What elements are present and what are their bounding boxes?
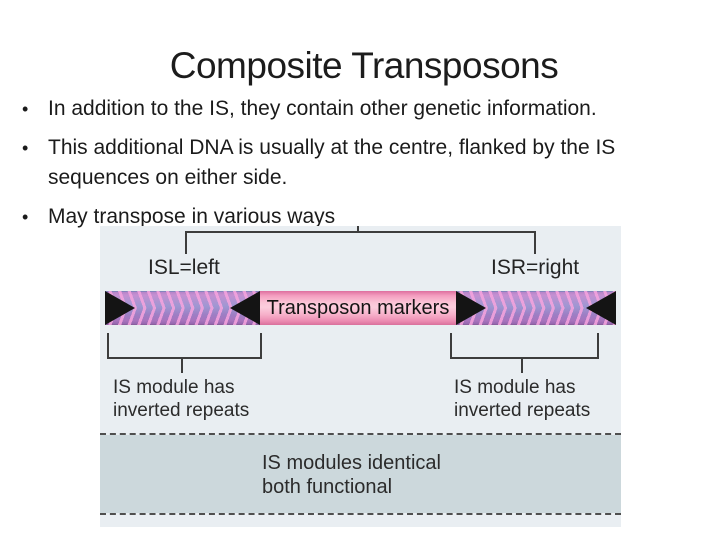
page-title: Composite Transposons (169, 45, 559, 86)
caption-line: IS module has (454, 377, 576, 398)
hatch-pattern (105, 308, 260, 325)
hatch-pattern (105, 291, 260, 308)
dashed-divider-bottom (100, 513, 621, 515)
transposon-span-bracket (185, 231, 536, 254)
bullet-icon: • (22, 207, 29, 227)
diagram-panel: ISL=left ISR=right Transposon markers (100, 226, 621, 527)
left-module-bracket (107, 333, 262, 359)
caption-line: inverted repeats (454, 400, 591, 421)
transposon-markers-segment: Transposon markers (260, 291, 456, 325)
is-module-right (456, 291, 616, 325)
is-module-left (105, 291, 260, 325)
caption-line: IS module has (113, 377, 235, 398)
identical-band: IS modules identical both functional (100, 435, 621, 513)
caption-line: both functional (262, 476, 393, 498)
bullet-icon: • (22, 99, 29, 119)
bullet-text: This additional DNA is usually at the ce… (48, 136, 616, 189)
bullet-icon: • (22, 138, 29, 158)
bullet-item: • This additional DNA is usually at the … (20, 133, 668, 193)
isl-left-label: ISL=left (148, 256, 220, 279)
transposon-markers-label: Transposon markers (266, 296, 450, 319)
bullet-text: In addition to the IS, they contain othe… (48, 97, 597, 120)
right-module-caption: IS module has inverted repeats (454, 376, 590, 422)
identical-band-caption: IS modules identical both functional (262, 451, 441, 499)
left-module-bracket-tick (181, 357, 183, 373)
caption-line: inverted repeats (113, 400, 250, 421)
transposon-bar: Transposon markers (105, 291, 616, 325)
bullet-list: • In addition to the IS, they contain ot… (20, 94, 668, 241)
caption-line: IS modules identical (262, 452, 441, 474)
left-module-caption: IS module has inverted repeats (113, 376, 249, 422)
bullet-item: • In addition to the IS, they contain ot… (20, 94, 668, 124)
bullet-text: May transpose in various ways (48, 205, 336, 228)
right-module-bracket-tick (521, 357, 523, 373)
isr-right-label: ISR=right (491, 256, 580, 279)
bullet-item: • May transpose in various ways (20, 202, 668, 232)
hatch-pattern (456, 291, 616, 308)
transposon-span-bracket-tick (357, 226, 359, 233)
hatch-pattern (456, 308, 616, 325)
dashed-divider-top (100, 433, 621, 435)
right-module-bracket (450, 333, 599, 359)
